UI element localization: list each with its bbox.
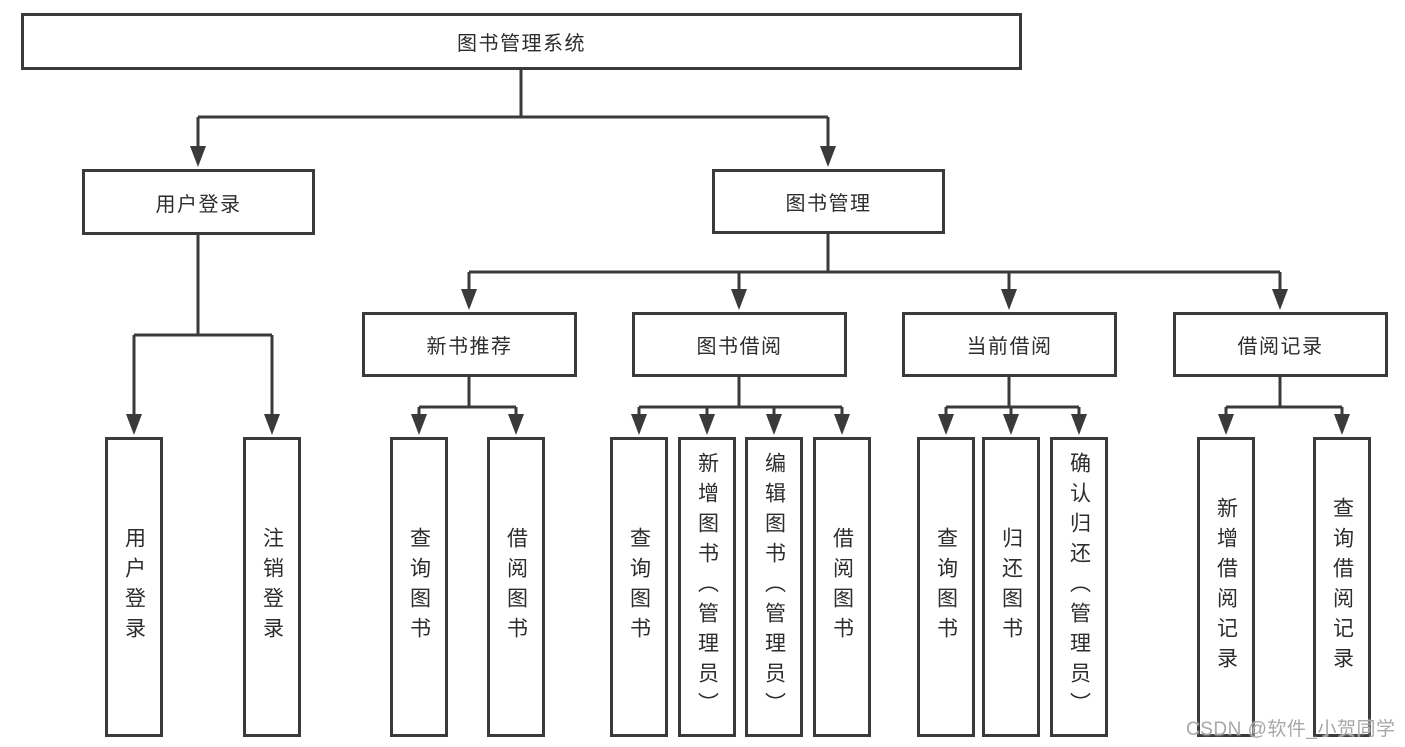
node-label: 归还图书 <box>999 527 1023 647</box>
leaf-query-books-3: 查询图书 <box>917 437 975 737</box>
leaf-return-book: 归还图书 <box>982 437 1040 737</box>
arrow-down-icon <box>766 414 782 435</box>
arrow-down-icon <box>699 414 715 435</box>
leaf-add-borrow-record: 新增借阅记录 <box>1197 437 1255 737</box>
leaf-add-book-admin: 新增图书（管理员） <box>678 437 736 737</box>
arrow-down-icon <box>1218 414 1234 435</box>
arrow-down-icon <box>190 146 206 167</box>
node-library-system: 图书管理系统 <box>21 13 1022 70</box>
node-new-book-recommend: 新书推荐 <box>362 312 577 377</box>
leaf-borrow-books-2: 借阅图书 <box>813 437 871 737</box>
node-borrowing-records: 借阅记录 <box>1173 312 1388 377</box>
node-label: 查询图书 <box>934 527 958 647</box>
arrow-down-icon <box>1334 414 1350 435</box>
arrow-down-icon <box>126 414 142 435</box>
leaf-borrow-books-1: 借阅图书 <box>487 437 545 737</box>
leaf-confirm-return-admin: 确认归还（管理员） <box>1050 437 1108 737</box>
arrow-down-icon <box>411 414 427 435</box>
arrow-down-icon <box>508 414 524 435</box>
node-current-borrowing: 当前借阅 <box>902 312 1117 377</box>
arrow-down-icon <box>1272 289 1288 310</box>
node-label: 查询图书 <box>627 527 651 647</box>
node-book-borrowing: 图书借阅 <box>632 312 847 377</box>
node-label: 新增借阅记录 <box>1214 497 1238 677</box>
arrow-down-icon <box>461 289 477 310</box>
arrow-down-icon <box>1003 414 1019 435</box>
node-label: 用户登录 <box>155 193 242 216</box>
leaf-user-login: 用户登录 <box>105 437 163 737</box>
arrow-down-icon <box>264 414 280 435</box>
csdn-watermark: CSDN @软件_小贺同学 <box>1186 719 1396 740</box>
arrow-down-icon <box>834 414 850 435</box>
node-label: 新书推荐 <box>426 336 513 358</box>
arrow-down-icon <box>1001 289 1017 310</box>
node-label: 确认归还（管理员） <box>1067 452 1091 722</box>
arrow-down-icon <box>820 146 836 167</box>
node-label: 借阅记录 <box>1237 336 1324 358</box>
node-label: 当前借阅 <box>966 336 1053 358</box>
arrow-down-icon <box>938 414 954 435</box>
node-label: 用户登录 <box>122 527 146 647</box>
arrow-down-icon <box>1071 414 1087 435</box>
node-label: 注销登录 <box>260 527 284 647</box>
node-label: 图书借阅 <box>696 336 783 358</box>
arrow-down-icon <box>731 289 747 310</box>
node-user-login: 用户登录 <box>82 169 315 235</box>
node-label: 查询借阅记录 <box>1330 497 1354 677</box>
leaf-query-books-1: 查询图书 <box>390 437 448 737</box>
node-label: 新增图书（管理员） <box>695 452 719 722</box>
node-book-management: 图书管理 <box>712 169 945 234</box>
leaf-query-borrow-record: 查询借阅记录 <box>1313 437 1371 737</box>
node-label: 借阅图书 <box>830 527 854 647</box>
leaf-query-books-2: 查询图书 <box>610 437 668 737</box>
leaf-edit-book-admin: 编辑图书（管理员） <box>745 437 803 737</box>
node-label: 查询图书 <box>407 527 431 647</box>
node-label: 图书管理系统 <box>457 33 586 55</box>
node-label: 编辑图书（管理员） <box>762 452 786 722</box>
node-label: 借阅图书 <box>504 527 528 647</box>
leaf-logout: 注销登录 <box>243 437 301 737</box>
arrow-down-icon <box>631 414 647 435</box>
node-label: 图书管理 <box>785 193 872 215</box>
